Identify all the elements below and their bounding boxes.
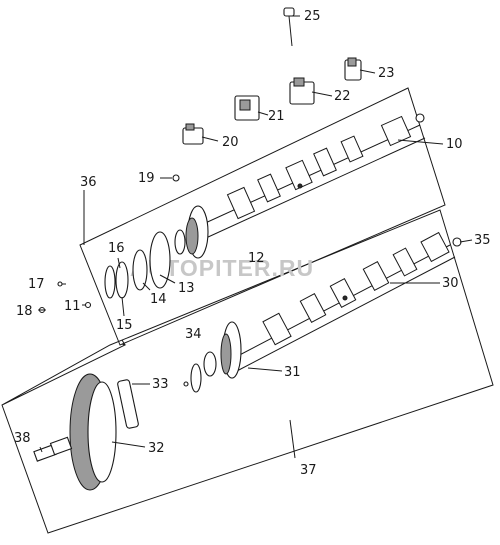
- bolt-38: [33, 436, 73, 462]
- callout-labels: 10 11 12 13 14 15 16 17 18 19 20 21 22 2…: [14, 9, 491, 478]
- callout-30: 30: [442, 276, 459, 291]
- upper-camshaft: [174, 113, 426, 259]
- callout-35: 35: [474, 233, 491, 248]
- key-33: [117, 379, 139, 429]
- callout-37: 37: [300, 463, 317, 478]
- callout-12: 12: [248, 251, 265, 266]
- pin-17: [57, 281, 63, 287]
- bolt-25: [283, 7, 295, 47]
- callout-22: 22: [334, 89, 351, 104]
- pin-34: [183, 381, 189, 387]
- callout-14: 14: [150, 292, 167, 307]
- upper-frame: [79, 87, 446, 346]
- bracket-22: [289, 77, 315, 105]
- bracket-21: [234, 95, 260, 121]
- callout-17: 17: [28, 277, 45, 292]
- ring-34: [190, 363, 202, 393]
- callout-18: 18: [16, 304, 33, 319]
- callout-15: 15: [116, 318, 133, 333]
- callout-31: 31: [284, 365, 301, 380]
- callout-13: 13: [178, 281, 195, 296]
- bracket-20: [182, 123, 204, 145]
- pin-11: [84, 301, 92, 309]
- leader-lines: [38, 15, 473, 459]
- pin-19: [172, 174, 180, 182]
- lower-camshaft: [203, 231, 462, 379]
- callout-36: 36: [80, 175, 97, 190]
- drive-sprocket-32: [69, 373, 117, 491]
- callout-11: 11: [64, 299, 81, 314]
- callout-16: 16: [108, 241, 125, 256]
- callout-10: 10: [446, 137, 463, 152]
- callout-25: 25: [304, 9, 321, 24]
- callout-34: 34: [185, 327, 202, 342]
- callout-33: 33: [152, 377, 169, 392]
- upper-rings: [104, 231, 171, 299]
- callout-21: 21: [268, 109, 285, 124]
- callout-23: 23: [378, 66, 395, 81]
- callout-20: 20: [222, 135, 239, 150]
- callout-19: 19: [138, 171, 155, 186]
- callout-32: 32: [148, 441, 165, 456]
- lower-frame: [1, 209, 494, 534]
- bracket-23: [344, 57, 362, 81]
- callout-38: 38: [14, 431, 31, 446]
